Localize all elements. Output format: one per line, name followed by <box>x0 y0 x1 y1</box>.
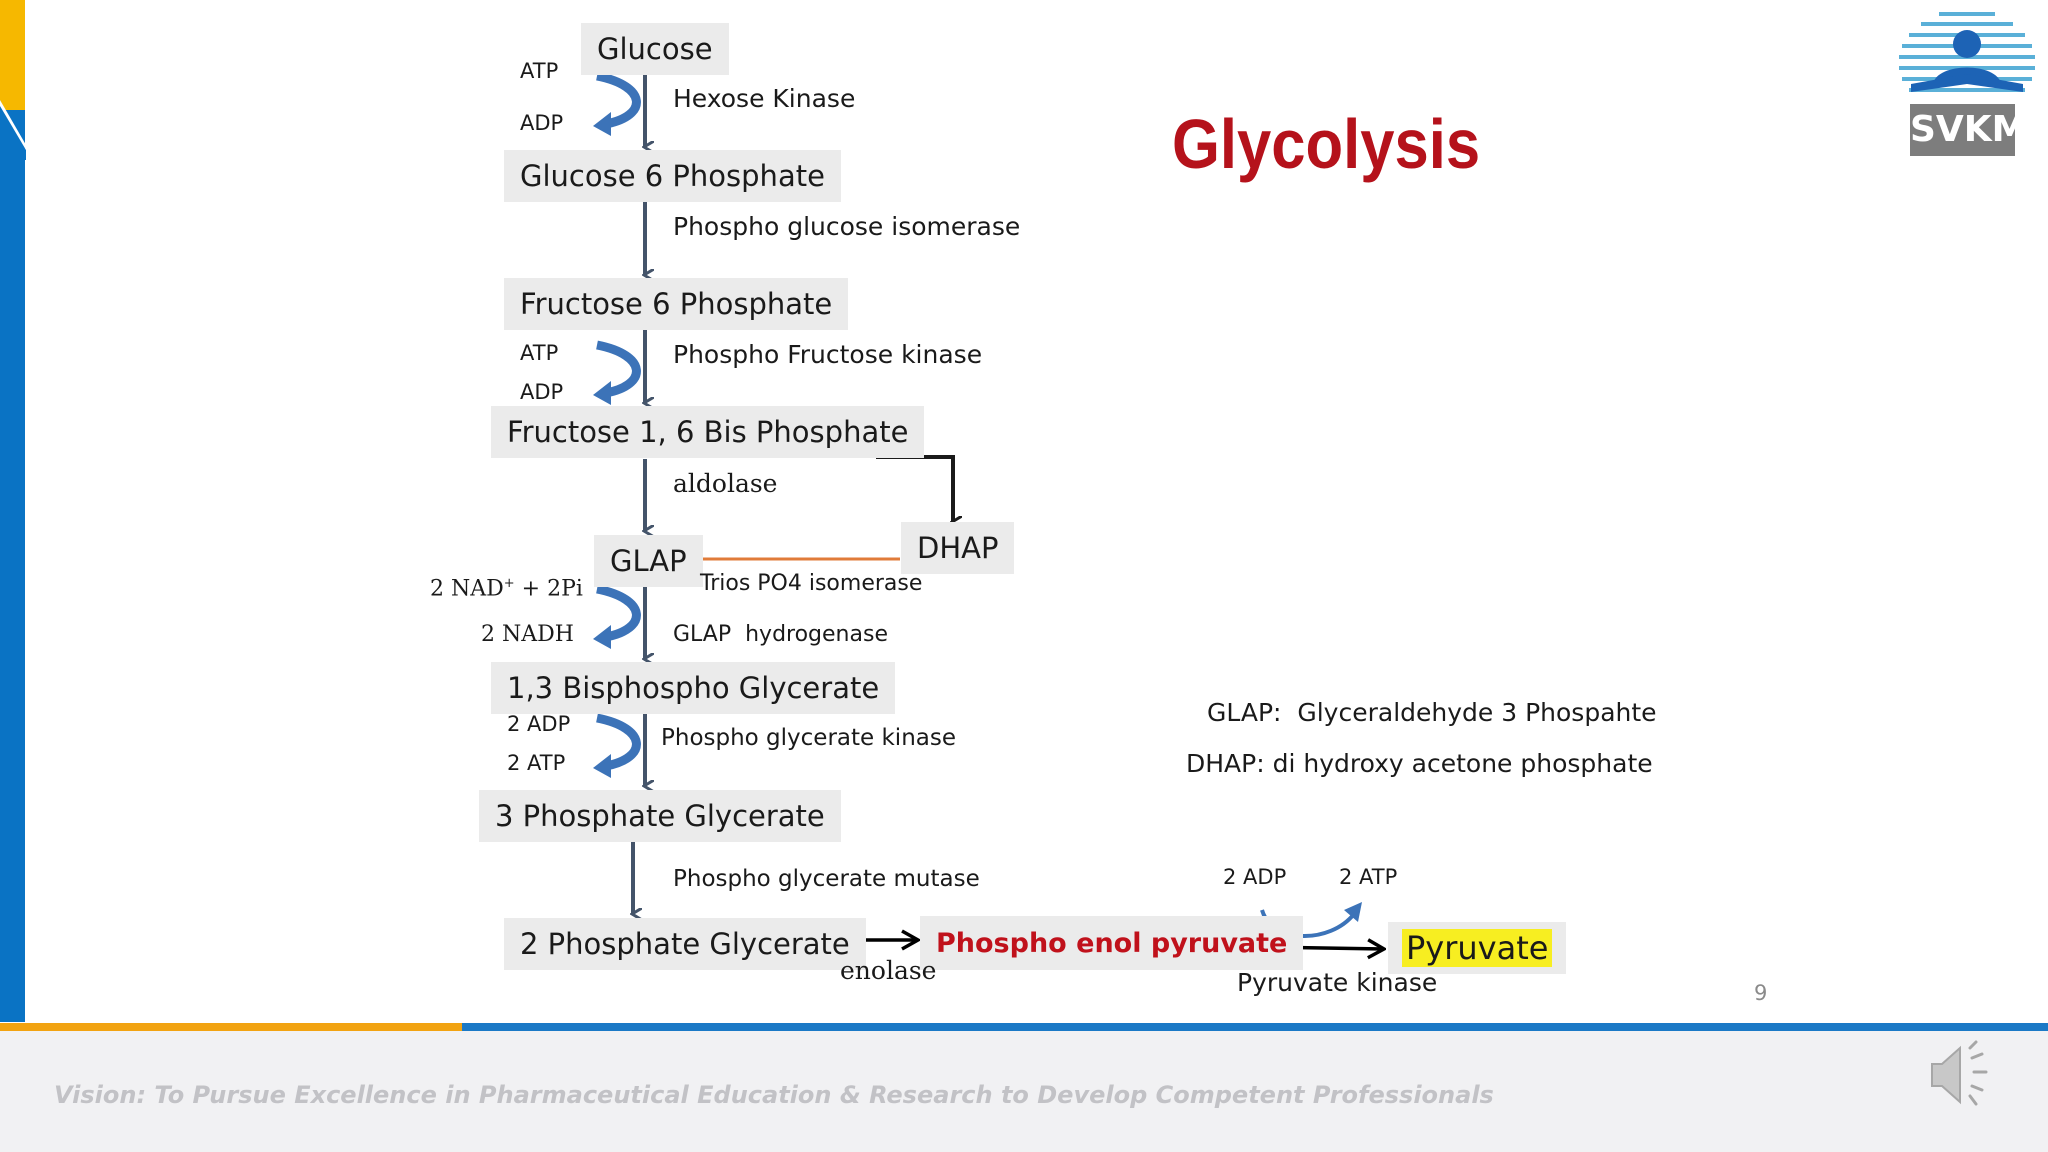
left-accent-blue <box>0 110 25 1022</box>
pyruvate-label: Pyruvate <box>1402 929 1553 967</box>
enzyme-pyruvate-kinase: Pyruvate kinase <box>1237 968 1438 997</box>
nad-text: 2 NAD <box>430 576 504 602</box>
compound-glap: GLAP <box>594 535 703 587</box>
logo-text: SVKM <box>1910 104 2028 156</box>
compound-2-phosphoglycerate: 2 Phosphate Glycerate <box>504 918 866 970</box>
speaker-icon[interactable] <box>1928 1038 1992 1112</box>
cofactor-arrow-step1 <box>593 71 641 136</box>
compound-phosphoenolpyruvate: Phospho enol pyruvate <box>920 916 1304 970</box>
cofactor-step10-in: 2 ADP <box>1223 865 1287 889</box>
nad-charge: + <box>503 576 515 591</box>
footer-divider-orange <box>0 1023 462 1031</box>
footer-divider-blue <box>462 1023 2048 1031</box>
cofactor-step6-in: 2 NAD+ + 2Pi <box>430 571 583 602</box>
enzyme-phosphofructokinase: Phospho Fructose kinase <box>673 340 983 369</box>
compound-3-phosphoglycerate: 3 Phosphate Glycerate <box>479 790 841 842</box>
cofactor-step1-in: ATP <box>520 59 559 83</box>
legend-glap: GLAP: Glyceraldehyde 3 Phospahte <box>1207 698 1657 727</box>
cofactor-step6-out: 2 NADH <box>481 622 574 647</box>
cofactor-step3-in: ATP <box>520 341 559 365</box>
slide-title: Glycolysis <box>1172 105 1481 183</box>
compound-pyruvate: Pyruvate <box>1388 922 1567 974</box>
compound-glucose-6-phosphate: Glucose 6 Phosphate <box>504 150 841 202</box>
enzyme-phosphoglucose-isomerase: Phospho glucose isomerase <box>673 212 1021 241</box>
cofactor-arrow-step7 <box>593 713 641 778</box>
enzyme-triose-phosphate-isomerase: Trios PO4 isomerase <box>700 571 923 596</box>
svkm-logo: SVKM <box>1897 8 2037 156</box>
compound-fructose-6-phosphate: Fructose 6 Phosphate <box>504 278 849 330</box>
cofactor-step1-out: ADP <box>520 111 564 135</box>
enzyme-hexokinase: Hexose Kinase <box>673 84 856 113</box>
footer-vision-text: Vision: To Pursue Excellence in Pharmace… <box>54 1081 1494 1109</box>
pi-text: + 2Pi <box>514 576 583 602</box>
enzyme-aldolase: aldolase <box>673 469 778 498</box>
cofactor-step10-out: 2 ATP <box>1339 865 1398 889</box>
compound-glucose: Glucose <box>581 23 729 75</box>
left-accent-notch <box>0 100 26 160</box>
arrow-f16bp-dhap <box>876 455 953 522</box>
legend-dhap: DHAP: di hydroxy acetone phosphate <box>1186 749 1653 778</box>
cofactor-step3-out: ADP <box>520 380 564 404</box>
enzyme-phosphoglycerate-mutase: Phospho glycerate mutase <box>673 866 980 892</box>
compound-fructose-1-6-bisphosphate: Fructose 1, 6 Bis Phosphate <box>491 406 925 458</box>
enzyme-enolase: enolase <box>840 956 937 985</box>
compound-1-3-bisphosphoglycerate: 1,3 Bisphospho Glycerate <box>491 662 896 714</box>
logo-emblem-icon <box>1899 12 2035 92</box>
page-number: 9 <box>1754 981 1768 1005</box>
compound-dhap: DHAP <box>901 522 1015 574</box>
enzyme-glap-dehydrogenase: GLAP hydrogenase <box>673 622 888 647</box>
pep-label: Phospho enol pyruvate <box>936 928 1288 959</box>
cofactor-step7-in: 2 ADP <box>507 712 571 736</box>
enzyme-phosphoglycerate-kinase: Phospho glycerate kinase <box>661 725 957 751</box>
footer <box>0 1031 2048 1152</box>
cofactor-arrow-step3 <box>593 340 641 405</box>
cofactor-step7-out: 2 ATP <box>507 751 566 775</box>
cofactor-arrow-step6 <box>593 584 641 649</box>
